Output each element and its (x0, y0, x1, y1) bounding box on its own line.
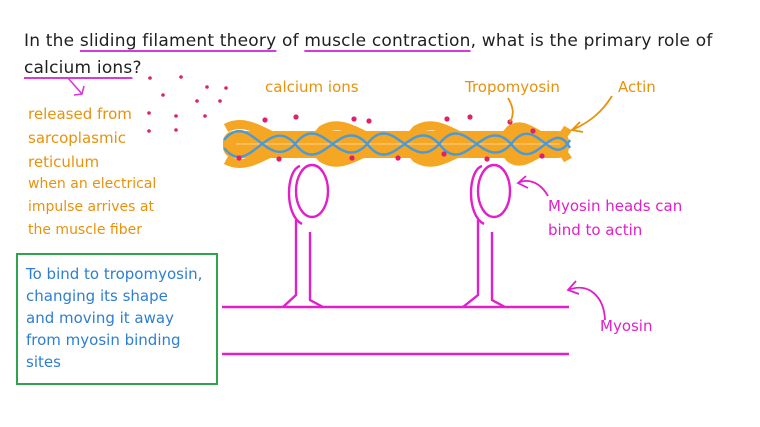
term-sliding-filament: sliding filament theory (79, 31, 277, 51)
term-muscle-contraction: muscle contraction (304, 31, 471, 51)
question-text: In the sliding filament theory of muscle… (24, 31, 713, 78)
label-calcium-ions: calcium ions (265, 78, 359, 96)
release-note: released from sarcoplasmic reticulum (28, 105, 132, 171)
myosin-pointer (566, 280, 606, 321)
answer-line: changing its shape (26, 287, 168, 305)
label-tropomyosin: Tropomyosin (465, 78, 560, 96)
myosin-filament (222, 220, 569, 356)
tropomyosin-pointer (507, 97, 514, 123)
calcium-ions-on-actin (236, 114, 545, 162)
actin-pointer (570, 95, 613, 133)
myosin-heads (287, 163, 512, 226)
actin-filament (223, 120, 572, 168)
calcium-dots-cluster (147, 75, 228, 133)
myosin-heads-pointer (516, 175, 549, 197)
answer-box: To bind to tropomyosin, changing its sha… (16, 253, 218, 385)
answer-line: To bind to tropomyosin, (26, 265, 203, 283)
impulse-note: when an electrical impulse arrives at th… (28, 176, 157, 238)
tropomyosin-strands (223, 130, 572, 158)
label-actin: Actin (618, 78, 656, 96)
term-calcium-ions: calcium ions (24, 58, 133, 78)
answer-line: sites (26, 353, 61, 371)
label-myosin-heads: Myosin heads can bind to actin (548, 197, 683, 239)
answer-line: from myosin binding (26, 331, 181, 349)
label-myosin: Myosin (600, 317, 653, 335)
answer-line: and moving it away (26, 309, 174, 327)
